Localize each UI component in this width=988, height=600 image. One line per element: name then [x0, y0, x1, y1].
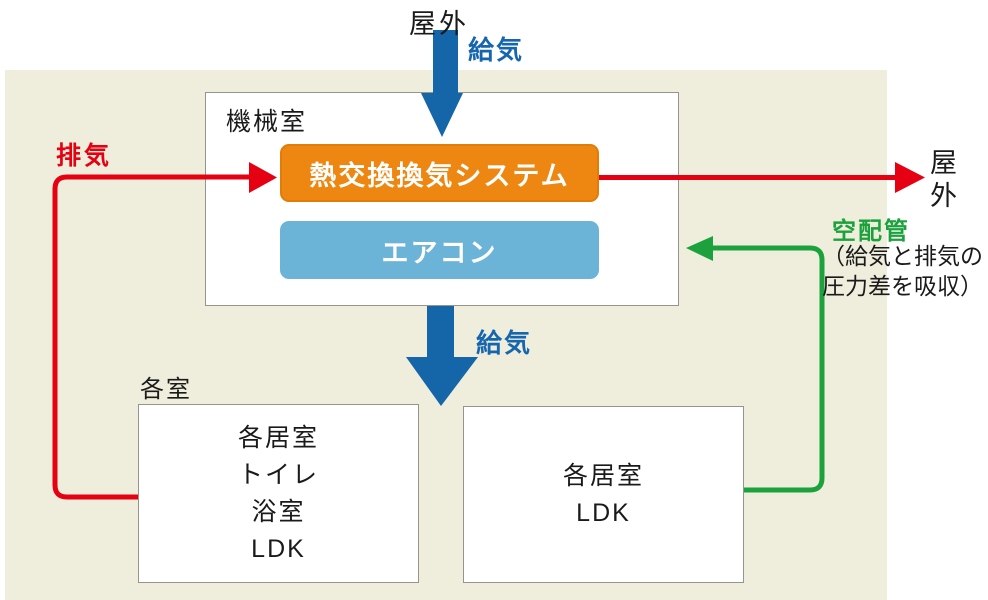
- rooms-left-box: 各居室 トイレ 浴室 LDK: [138, 404, 419, 583]
- aircon-unit-label: エアコン: [381, 237, 498, 268]
- aircon-unit-box: エアコン: [280, 221, 599, 279]
- heat-exchange-unit-box: 熱交換換気システム: [280, 144, 599, 202]
- air-pipe-note: （給気と排気の 圧力差を吸収）: [822, 241, 983, 301]
- machine-room-box: 機械室 熱交換換気システム エアコン: [205, 92, 679, 306]
- outdoor-top-label: 屋外: [409, 9, 469, 39]
- air-pipe-note-line-1: （給気と排気の: [822, 243, 983, 269]
- outdoor-right-char-1: 屋: [930, 148, 957, 178]
- air-pipe-note-line-2: 圧力差を吸収）: [822, 273, 983, 299]
- room-left-item-1: 各居室: [237, 423, 319, 452]
- rooms-label: 各室: [140, 376, 192, 403]
- air-pipe-label: 空配管: [832, 218, 910, 245]
- room-left-item-2: トイレ: [237, 460, 319, 489]
- room-right-item-1: 各居室: [562, 461, 644, 490]
- rooms-right-list: 各居室 LDK: [464, 407, 743, 582]
- heat-exchange-unit-label: 熱交換換気システム: [309, 160, 570, 191]
- rooms-left-list: 各居室 トイレ 浴室 LDK: [139, 405, 418, 582]
- machine-room-label: 機械室: [226, 108, 308, 136]
- room-left-item-3: 浴室: [251, 497, 306, 526]
- room-right-item-2: LDK: [576, 498, 631, 527]
- exhaust-label: 排気: [56, 142, 113, 170]
- outdoor-right-char-2: 外: [930, 181, 957, 211]
- supply-air-middle-label: 給気: [476, 328, 533, 358]
- rooms-right-box: 各居室 LDK: [463, 406, 744, 583]
- room-left-item-4: LDK: [251, 534, 306, 563]
- supply-air-top-label: 給気: [468, 35, 525, 65]
- outdoor-right-label: 屋 外: [930, 147, 957, 213]
